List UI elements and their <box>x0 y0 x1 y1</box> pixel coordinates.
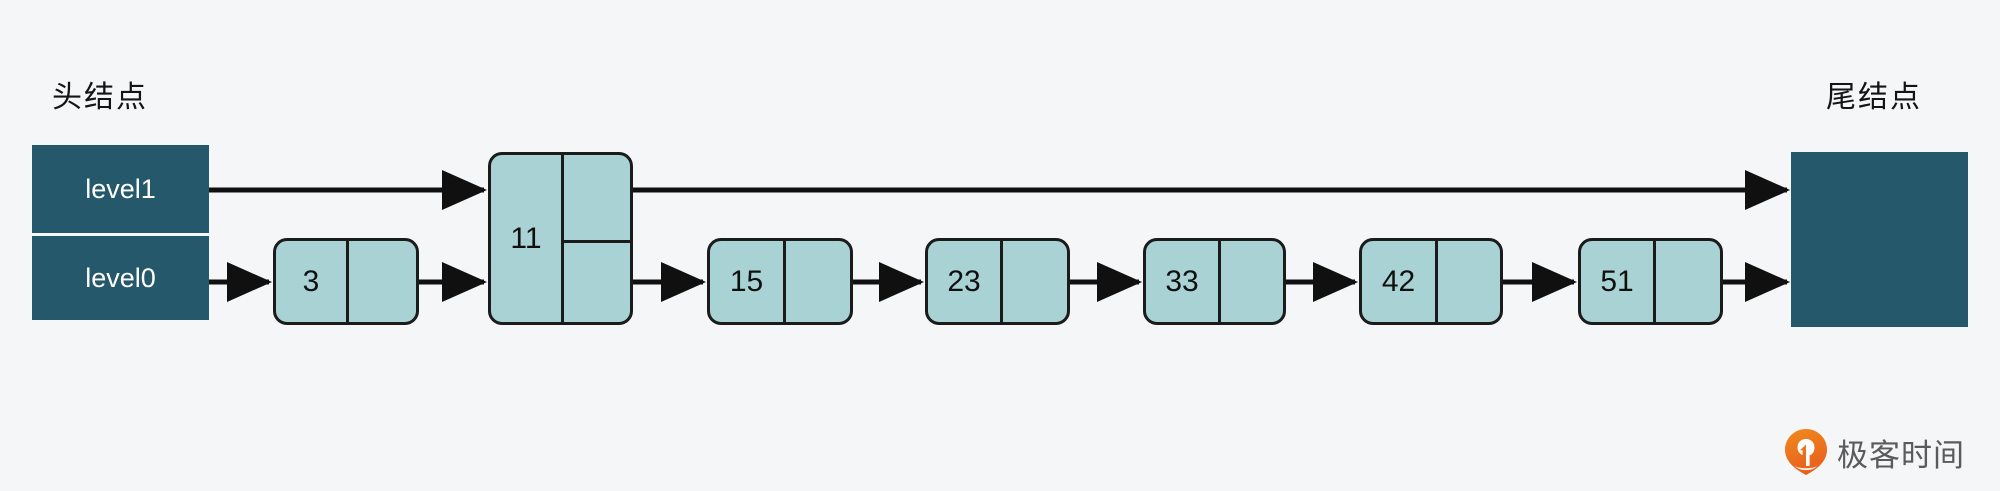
geektime-pin-icon <box>1785 429 1827 475</box>
skiplist-node-33-value: 33 <box>1165 264 1199 298</box>
skiplist-node-51-value: 51 <box>1600 264 1634 298</box>
skiplist-node-3-divider <box>346 241 349 322</box>
skiplist-node-51-divider <box>1653 241 1656 322</box>
geektime-logo: 极客时间 <box>1784 428 1965 476</box>
skiplist-node-15-divider <box>783 241 786 322</box>
head-node-caption: 头结点 <box>52 80 148 115</box>
skiplist-node-15-value: 15 <box>729 264 764 298</box>
skiplist-node-51[interactable]: 51 <box>1578 238 1723 325</box>
skiplist-node-11-divider <box>561 155 564 322</box>
tail-node-caption: 尾结点 <box>1826 80 1922 115</box>
skiplist-node-33[interactable]: 33 <box>1143 238 1286 325</box>
skiplist-node-3-value: 3 <box>302 264 320 298</box>
skiplist-node-23-divider <box>1000 241 1003 322</box>
head-node-level0-cell[interactable]: level0 <box>32 236 209 320</box>
skiplist-node-23[interactable]: 23 <box>925 238 1070 325</box>
skiplist-node-3[interactable]: 3 <box>273 238 419 325</box>
skiplist-node-15[interactable]: 15 <box>707 238 853 325</box>
geektime-logo-text: 极客时间 <box>1837 437 1965 474</box>
tail-node-box[interactable] <box>1791 152 1968 327</box>
head-node-level1-cell[interactable]: level1 <box>32 145 209 233</box>
skiplist-node-42-value: 42 <box>1381 264 1416 298</box>
skiplist-node-11-level-divider <box>561 240 630 243</box>
skiplist-node-42[interactable]: 42 <box>1359 238 1503 325</box>
skiplist-node-11[interactable]: 11 <box>488 152 633 325</box>
skiplist-node-42-divider <box>1435 241 1438 322</box>
skiplist-node-33-divider <box>1218 241 1221 322</box>
skiplist-node-11-value: 11 <box>510 221 542 255</box>
skiplist-node-23-value: 23 <box>947 264 981 298</box>
